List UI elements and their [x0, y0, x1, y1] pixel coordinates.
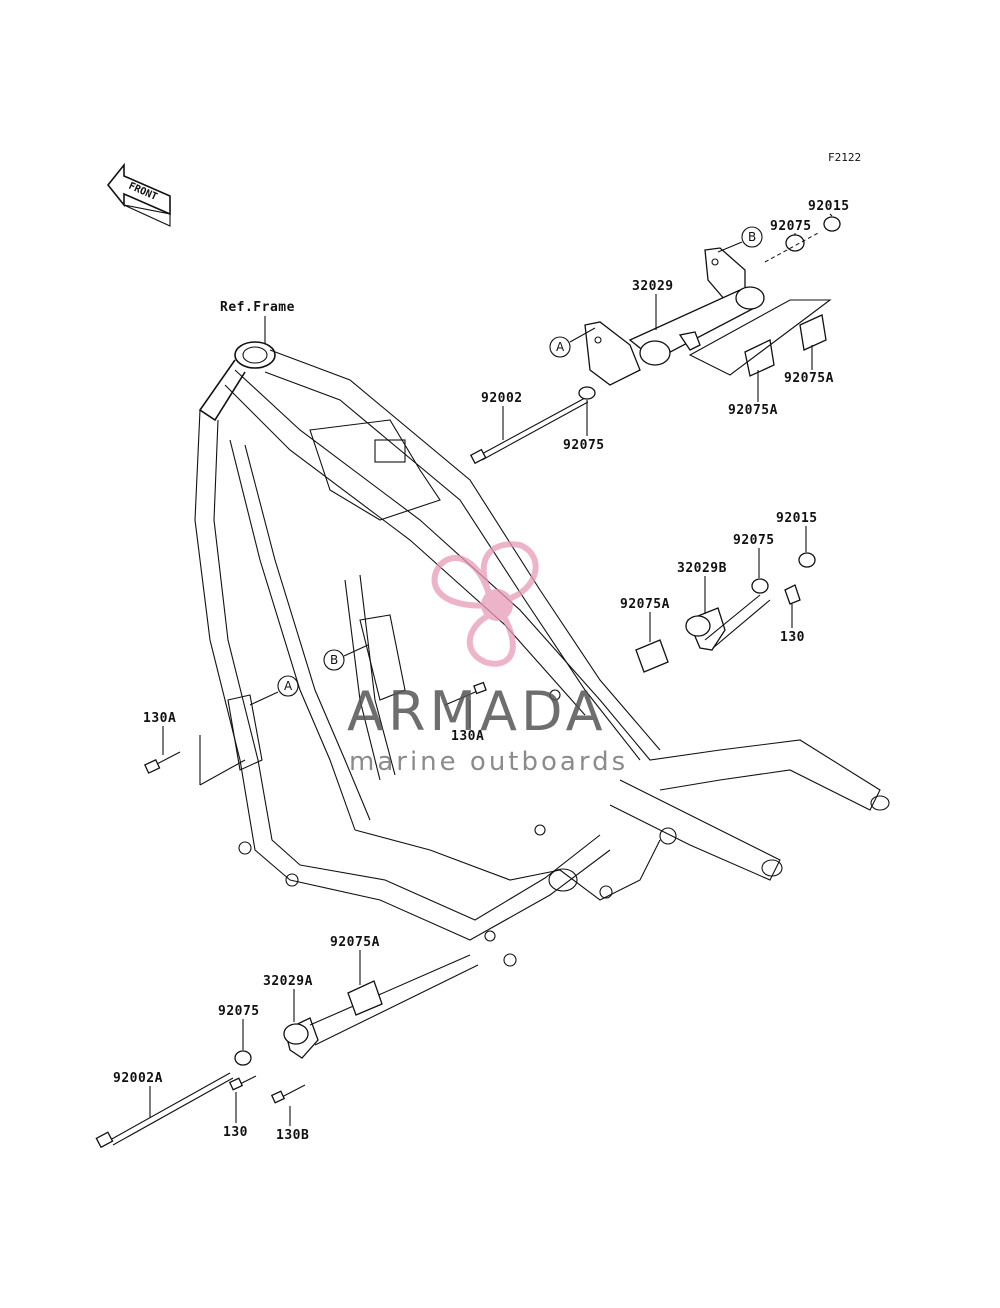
front-arrow-icon: FRONT — [106, 162, 171, 227]
upper-bushings — [688, 299, 832, 377]
part-130-mid: 130 — [780, 630, 805, 645]
part-92075A-low: 92075A — [330, 935, 380, 950]
armada-watermark: ARMADA marine outboards — [347, 541, 628, 777]
motorcycle-frame — [194, 341, 890, 967]
part-92075A-r1: 92075A — [784, 371, 834, 386]
middle-mount — [635, 552, 816, 673]
part-92015-mid: 92015 — [776, 511, 818, 526]
watermark-brand: ARMADA — [347, 680, 607, 743]
callout-b-frame: B — [323, 644, 369, 671]
part-92002A: 92002A — [113, 1071, 163, 1086]
part-32029: 32029 — [632, 279, 674, 294]
part-92002: 92002 — [481, 391, 523, 406]
lower-mount — [95, 954, 479, 1149]
upper-nut-washer — [764, 216, 841, 263]
part-92075-top: 92075 — [770, 219, 812, 234]
callout-b-frame-label: B — [330, 653, 338, 667]
left-mount-bolt — [144, 735, 246, 786]
part-130-low: 130 — [223, 1125, 248, 1140]
center-mount-bolt — [444, 681, 487, 706]
callout-b-upper-label: B — [748, 230, 756, 244]
callout-a-upper-label: A — [556, 340, 565, 354]
part-92015-top: 92015 — [808, 199, 850, 214]
part-130B: 130B — [276, 1128, 309, 1143]
figure-code: F2122 — [828, 151, 861, 164]
propeller-logo-icon — [431, 541, 539, 667]
part-92075A-r2: 92075A — [728, 403, 778, 418]
part-32029A: 32029A — [263, 974, 313, 989]
callout-a-frame: A — [249, 675, 299, 706]
upper-mount-bracket — [584, 247, 765, 386]
part-92075-low: 92075 — [218, 1004, 260, 1019]
ref-frame-label: Ref.Frame — [220, 300, 295, 315]
callout-a-upper: A — [549, 327, 596, 358]
part-130A-left: 130A — [143, 711, 176, 726]
part-32029B: 32029B — [677, 561, 727, 576]
part-130A-center: 130A — [451, 729, 484, 744]
part-92075A-mid: 92075A — [620, 597, 670, 612]
callout-b-upper: B — [717, 226, 763, 253]
callout-a-frame-label: A — [284, 679, 293, 693]
upper-long-bolt — [469, 386, 596, 465]
part-92075-mid: 92075 — [563, 438, 605, 453]
watermark-tagline: marine outboards — [349, 747, 628, 777]
part-92075-mid2: 92075 — [733, 533, 775, 548]
